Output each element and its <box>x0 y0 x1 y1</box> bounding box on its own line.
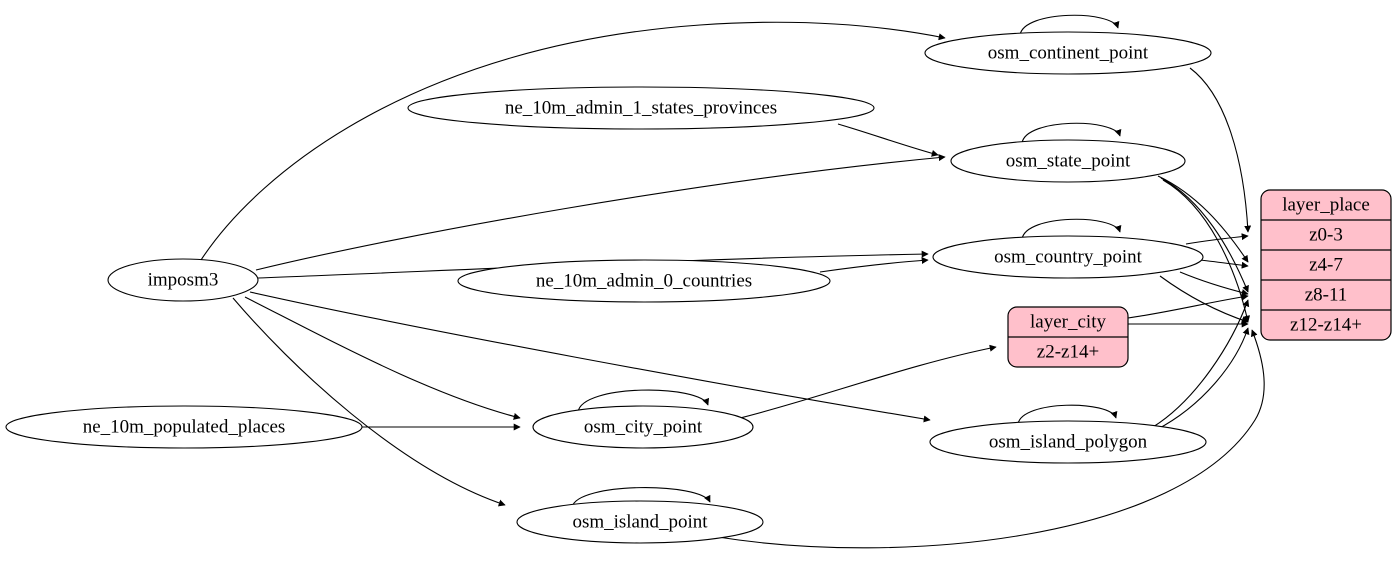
node-shape-osm_country_point <box>932 235 1204 279</box>
edge-osm_island_point-to-layer_place-z12-z14 <box>717 329 1265 549</box>
node-ne_10m_admin_0_countries[interactable]: ne_10m_admin_0_countries <box>457 259 831 303</box>
node-shape-osm_island_polygon <box>929 420 1207 464</box>
node-label-imposm3: imposm3 <box>148 269 219 290</box>
edge-imposm3-to-osm_continent_point <box>200 21 946 261</box>
node-osm_continent_point[interactable]: osm_continent_point <box>924 31 1212 75</box>
layer_city-header: layer_city <box>1030 311 1106 332</box>
edge-osm_state_point-to-layer_place-z4-7 <box>1157 175 1249 263</box>
node-label-osm_continent_point: osm_continent_point <box>988 42 1149 63</box>
node-shape-osm_city_point <box>532 405 754 449</box>
node-shape-osm_continent_point <box>924 31 1212 75</box>
node-label-osm_island_polygon: osm_island_polygon <box>989 431 1148 452</box>
layer_place-row-z0-3[interactable]: z0-3 <box>1309 224 1343 245</box>
node-osm_state_point[interactable]: osm_state_point <box>950 139 1186 183</box>
selfloop-osm_state_point <box>1021 122 1122 144</box>
node-label-osm_city_point: osm_city_point <box>584 416 703 437</box>
edge-osm_country_point-to-layer_place-z0-3 <box>1185 233 1249 245</box>
node-shape-imposm3 <box>107 258 259 302</box>
edge-osm_city_point-to-layer_city <box>739 344 997 419</box>
node-imposm3[interactable]: imposm3 <box>107 258 259 302</box>
node-layer_place[interactable]: layer_place z0-3 z4-7 z8-11 z12-z14+ <box>1260 189 1392 341</box>
edges-layer <box>200 14 1265 549</box>
selfloop-osm_island_polygon <box>1017 404 1118 425</box>
selfloop-osm_continent_point <box>1019 14 1120 36</box>
selfloop-osm_country_point <box>1021 218 1122 240</box>
layer_city-row-z2-z14plus[interactable]: z2-z14+ <box>1037 341 1099 362</box>
edge-ne_admin_1-to-osm_state_point <box>837 123 939 157</box>
edge-osm_country_point-to-layer_place-z12-z14 <box>1159 275 1249 324</box>
node-layer_city[interactable]: layer_city z2-z14+ <box>1007 306 1129 368</box>
selfloop-osm_island_point <box>571 487 711 508</box>
node-ne_10m_populated_places[interactable]: ne_10m_populated_places <box>5 405 363 449</box>
node-label-osm_state_point: osm_state_point <box>1006 150 1131 171</box>
node-label-ne_populated: ne_10m_populated_places <box>83 416 286 437</box>
layer_place-row-z8-11[interactable]: z8-11 <box>1305 284 1348 305</box>
edge-osm_state_point-to-layer_place-z8-11 <box>1160 177 1249 293</box>
node-shape-ne_admin_0 <box>457 259 831 303</box>
selfloop-osm_city_point <box>577 389 709 413</box>
node-osm_city_point[interactable]: osm_city_point <box>532 405 754 449</box>
node-osm_country_point[interactable]: osm_country_point <box>932 235 1204 279</box>
node-label-ne_admin_0: ne_10m_admin_0_countries <box>536 270 752 291</box>
node-ne_10m_admin_1_states_provinces[interactable]: ne_10m_admin_1_states_provinces <box>407 86 875 130</box>
node-shape-osm_island_point <box>516 500 764 544</box>
edge-imposm3-to-osm_island_point <box>232 297 506 507</box>
edge-osm_island_polygon-to-layer_place-z12-z14 <box>1155 327 1250 431</box>
edge-ne_admin_0-to-osm_country_point <box>819 256 929 273</box>
layer_place-row-z4-7[interactable]: z4-7 <box>1309 254 1343 275</box>
edge-layer_city-to-layer_place-z8-11 <box>1127 293 1249 319</box>
edge-osm_continent_point-to-layer_place-z0-3 <box>1189 67 1252 233</box>
edge-imposm3-to-osm_island_polygon <box>249 291 931 423</box>
edge-osm_country_point-to-layer_place-z8-11 <box>1179 271 1249 296</box>
node-label-osm_country_point: osm_country_point <box>994 246 1142 267</box>
node-shape-ne_populated <box>5 405 363 449</box>
node-osm_island_polygon[interactable]: osm_island_polygon <box>929 420 1207 464</box>
node-shape-layer_place <box>1260 189 1392 341</box>
node-label-osm_island_point: osm_island_point <box>572 511 708 532</box>
edge-osm_island_polygon-to-layer_place-z8-11 <box>1152 299 1250 428</box>
edge-imposm3-to-osm_city_point <box>244 296 521 420</box>
nodes-layer: imposm3 ne_10m_admin_1_states_provinces … <box>5 31 1392 544</box>
node-shape-ne_admin_1 <box>407 86 875 130</box>
node-osm_island_point[interactable]: osm_island_point <box>516 500 764 544</box>
layer_place-header: layer_place <box>1282 194 1370 215</box>
edge-imposm3-to-osm_state_point <box>255 154 946 271</box>
layer_place-row-z12-z14plus[interactable]: z12-z14+ <box>1290 314 1362 335</box>
node-shape-osm_state_point <box>950 139 1186 183</box>
edge-osm_country_point-to-layer_place-z4-7 <box>1199 259 1249 269</box>
node-label-ne_admin_1: ne_10m_admin_1_states_provinces <box>505 97 777 118</box>
